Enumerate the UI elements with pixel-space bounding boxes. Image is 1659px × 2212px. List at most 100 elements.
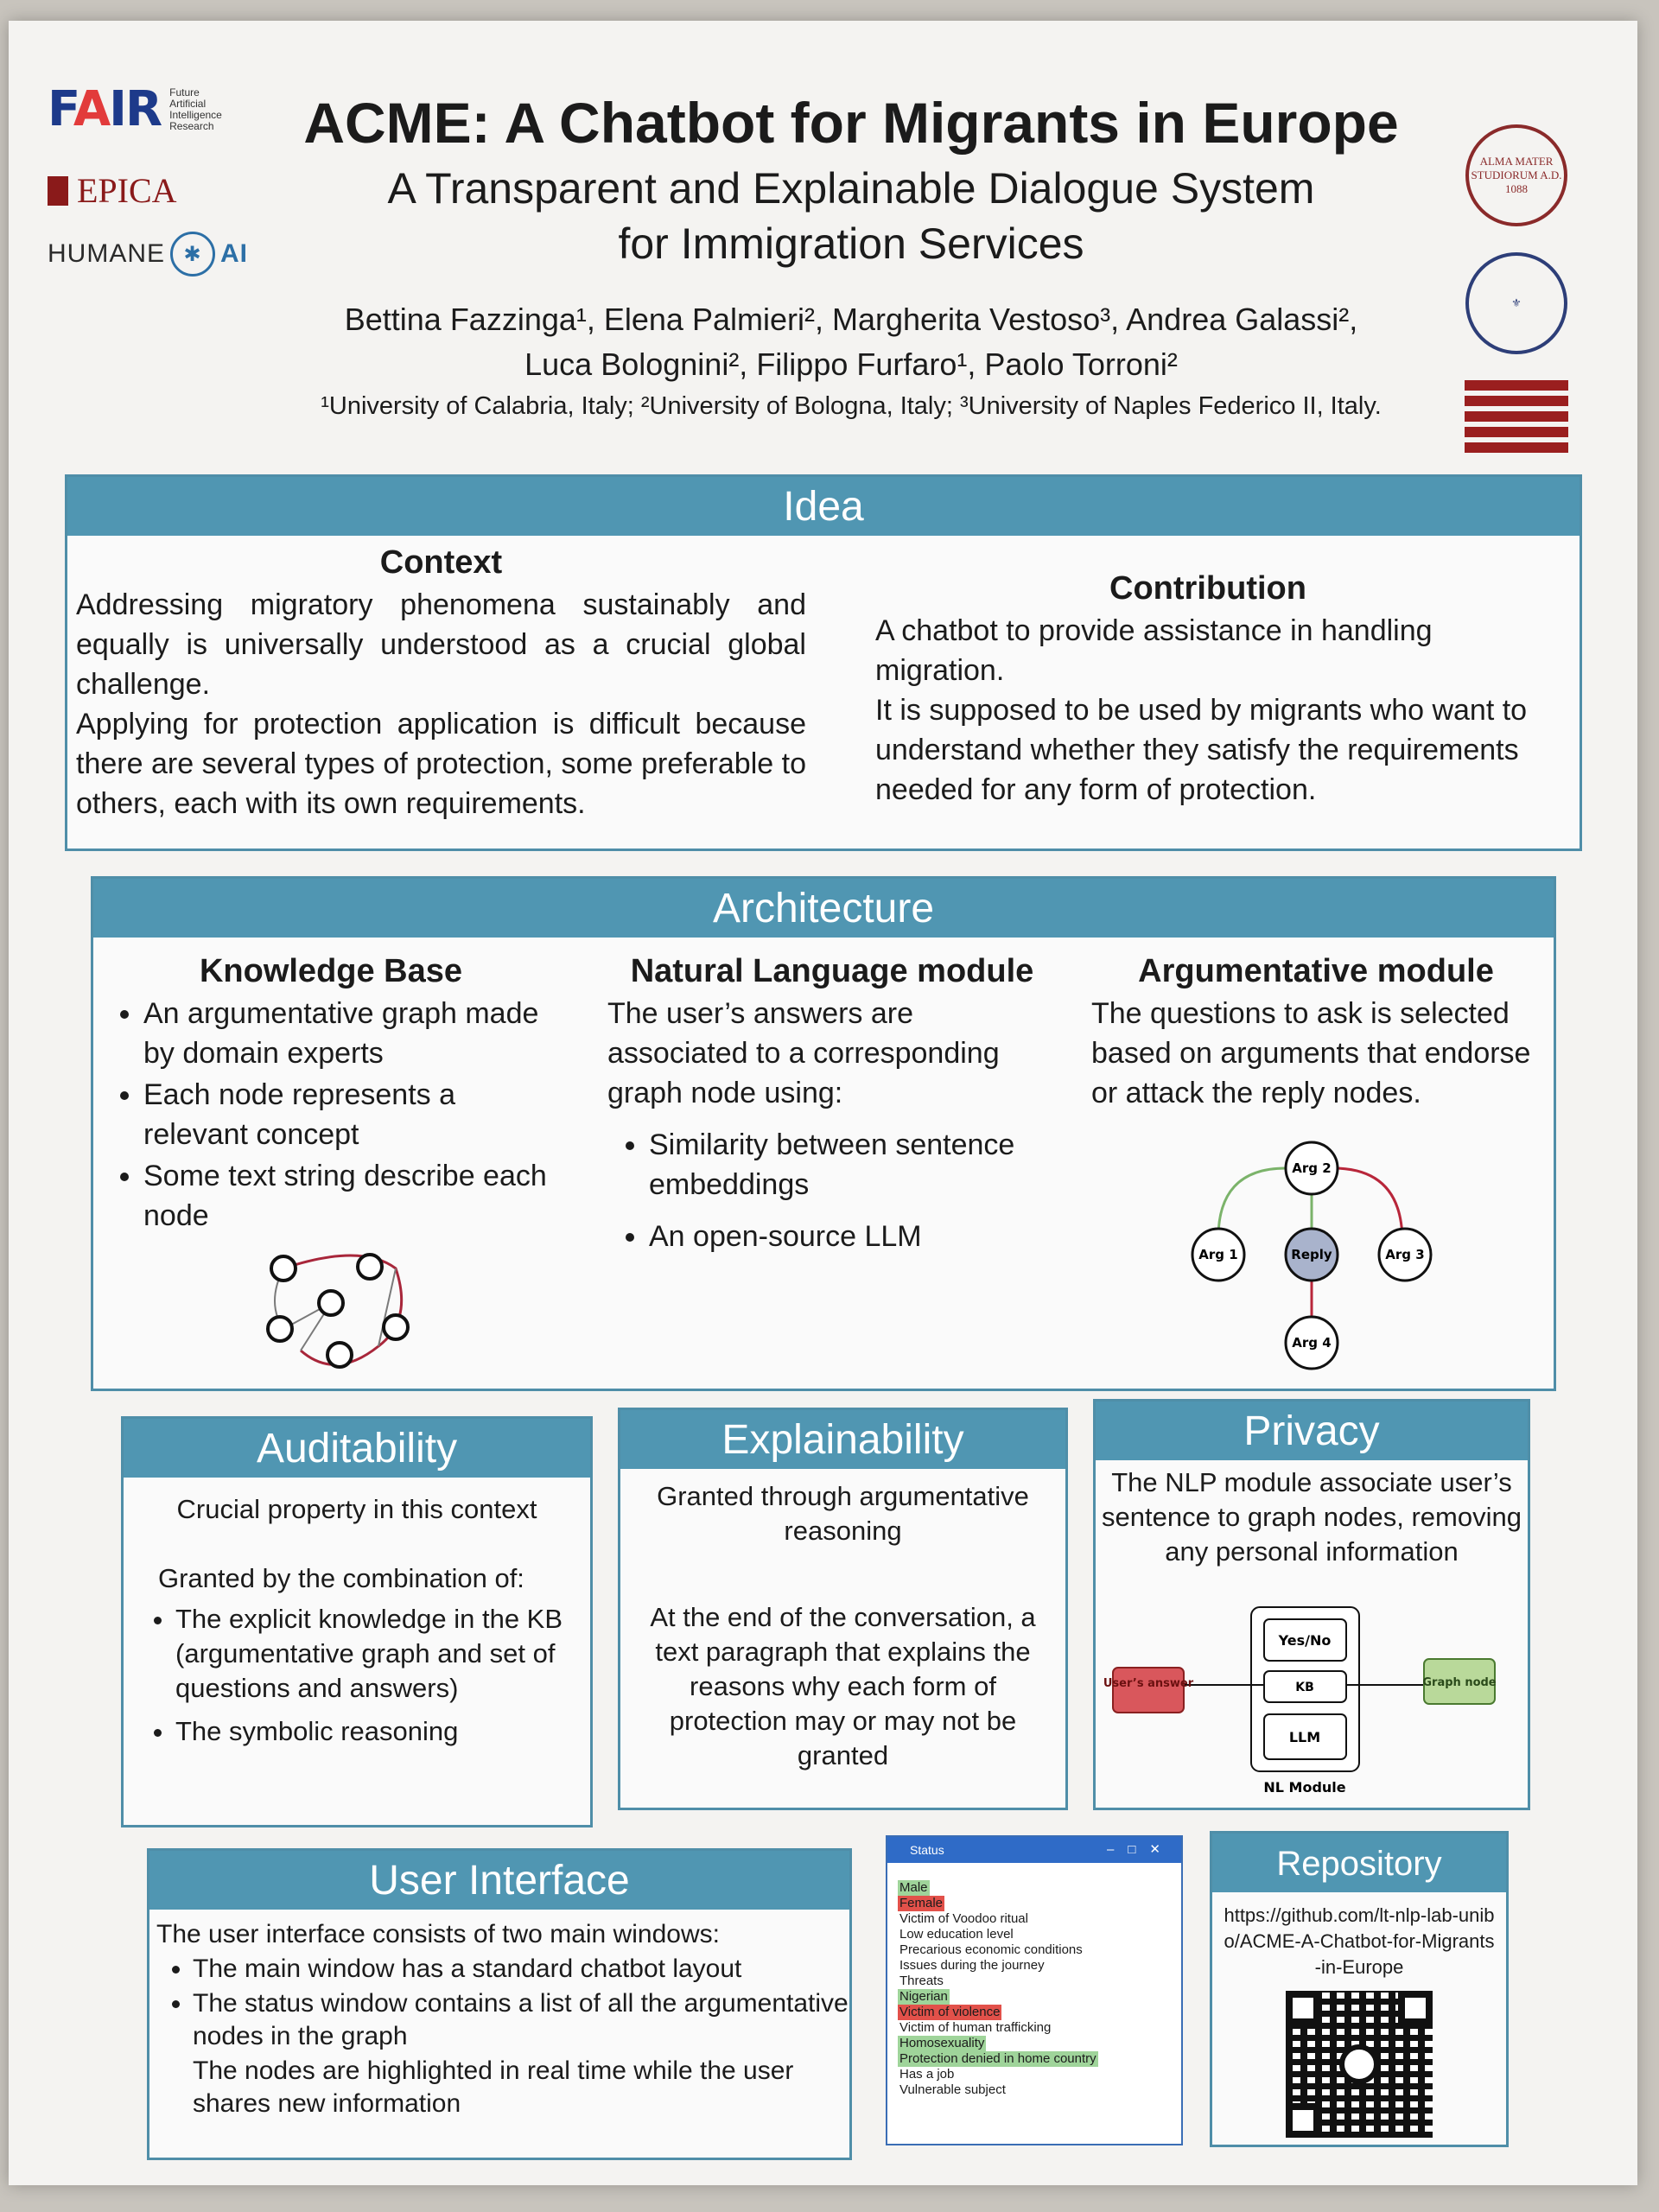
status-node-item: Nigerian [898, 1989, 950, 2005]
university-naples-seal: ⚜ [1465, 252, 1567, 354]
auditability-paragraph-1: Crucial property in this context [176, 1494, 537, 1524]
nl-module-diagram: Yes/No KB LLM User’s answer Graph node N… [1104, 1606, 1497, 1796]
poster: FAIR Future Artificial Intelligence Rese… [9, 21, 1637, 2185]
fair-logo: FAIR Future Artificial Intelligence Rese… [48, 81, 281, 137]
idea-section: Idea Context Addressing migratory phenom… [65, 474, 1582, 851]
fair-mark: FAIR [48, 81, 162, 137]
pillar-icon [48, 175, 68, 206]
arg4-label: Arg 4 [1292, 1335, 1331, 1351]
privacy-section: Privacy The NLP module associate user’s … [1093, 1399, 1530, 1810]
architecture-heading: Architecture [93, 879, 1554, 938]
graph-node-box [1423, 1658, 1496, 1705]
status-window-titlebar: Status –□✕ [887, 1837, 1181, 1863]
user-interface-section: User Interface The user interface consis… [147, 1848, 852, 2160]
argumentation-graph: Arg 2 Arg 1 Reply Arg 3 Arg 4 [1191, 1141, 1433, 1370]
auditability-paragraph-2: Granted by the combination of: [158, 1563, 524, 1593]
contribution-title: Contribution [1109, 570, 1306, 607]
arg1-node [1191, 1227, 1246, 1282]
users-answer-box [1112, 1667, 1185, 1713]
humane-ai-logo: HUMANE ✱ AI [48, 232, 281, 276]
reply-label: Reply [1291, 1247, 1332, 1262]
status-node-item: Vulnerable subject [899, 2082, 1006, 2097]
arg2-label: Arg 2 [1292, 1160, 1331, 1176]
arg3-node [1377, 1227, 1433, 1282]
svg-text:Graph node: Graph node [1422, 1676, 1496, 1689]
support-edge [1217, 1166, 1287, 1243]
user-interface-list: The main window has a standard chatbot l… [149, 1953, 849, 2053]
status-node-item: Homosexuality [898, 2036, 987, 2051]
repository-url[interactable]: https://github.com/lt-nlp-lab-unibo/ACME… [1224, 1904, 1495, 1978]
argumentative-text: The questions to ask is selected based o… [1091, 997, 1531, 1109]
auditability-heading: Auditability [124, 1419, 590, 1478]
status-node-item: Threats [899, 1974, 944, 1988]
architecture-section: Architecture Knowledge Base An argumenta… [91, 876, 1556, 1391]
affiliations: ¹University of Calabria, Italy; ²Univers… [321, 392, 1382, 420]
list-item: The status window contains a list of all… [193, 1987, 849, 2053]
reply-node [1284, 1227, 1339, 1282]
contribution-paragraph-2: It is supposed to be used by migrants wh… [875, 694, 1528, 806]
status-node-item: Low education level [899, 1927, 1014, 1942]
context-title: Context [379, 544, 503, 581]
epica-logo: EPICA [48, 170, 281, 211]
list-item: An argumentative graph made by domain ex… [143, 994, 560, 1073]
auditability-section: Auditability Crucial property in this co… [121, 1416, 593, 1827]
list-item: Similarity between sentence embeddings [649, 1125, 1057, 1205]
status-node-item: Precarious economic conditions [899, 1942, 1083, 1957]
list-item: Each node represents a relevant concept [143, 1075, 560, 1154]
university-logos-right: ALMA MATER STUDIORUM A.D. 1088 ⚜ [1456, 124, 1577, 458]
university-calabria-logo [1465, 380, 1568, 458]
arg1-label: Arg 1 [1198, 1247, 1237, 1262]
list-item: The main window has a standard chatbot l… [193, 1953, 849, 1986]
status-node-item: Victim of Voodoo ritual [899, 1911, 1028, 1926]
argumentative-title: Argumentative module [1138, 953, 1494, 989]
knowledge-base-list: An argumentative graph made by domain ex… [102, 994, 560, 1236]
authors: Bettina Fazzinga¹, Elena Palmieri², Marg… [344, 302, 1358, 382]
status-node-item: Male [898, 1880, 930, 1896]
sponsor-logos-left: FAIR Future Artificial Intelligence Rese… [48, 81, 281, 276]
attack-edge [1332, 1166, 1404, 1243]
knowledge-base-title: Knowledge Base [199, 953, 463, 989]
natural-language-text: The user’s answers are associated to a c… [607, 997, 1000, 1109]
user-interface-intro: The user interface consists of two main … [156, 1920, 720, 1948]
status-node-item: Victim of human trafficking [899, 2020, 1052, 2035]
privacy-paragraph: The NLP module associate user’s sentence… [1102, 1467, 1522, 1567]
window-controls-icon: –□✕ [1107, 1842, 1174, 1857]
svg-text:User’s answer: User’s answer [1104, 1677, 1194, 1690]
repository-section: Repository https://github.com/lt-nlp-lab… [1210, 1831, 1509, 2147]
svg-text:NL Module: NL Module [1263, 1779, 1345, 1796]
user-interface-extra: The nodes are highlighted in real time w… [193, 2056, 794, 2118]
idea-heading: Idea [67, 477, 1580, 536]
arg2-node [1284, 1141, 1339, 1196]
svg-text:KB: KB [1295, 1681, 1314, 1694]
fair-subtitle: Future Artificial Intelligence Research [169, 86, 222, 132]
context-paragraph-1: Addressing migratory phenomena sustainab… [76, 588, 806, 701]
context-paragraph-2: Applying for protection application is d… [76, 708, 806, 820]
natural-language-column: Natural Language module The user’s answe… [607, 946, 1057, 1258]
university-bologna-seal: ALMA MATER STUDIORUM A.D. 1088 [1465, 124, 1567, 226]
argumentative-column: Argumentative module The questions to as… [1091, 946, 1541, 1113]
natural-language-list: Similarity between sentence embeddings A… [607, 1125, 1057, 1256]
list-item: The symbolic reasoning [175, 1714, 582, 1749]
status-node-item: Protection denied in home country [898, 2051, 1098, 2067]
list-item: Some text string describe each node [143, 1156, 560, 1236]
svg-text:Yes/No: Yes/No [1278, 1632, 1332, 1649]
explainability-section: Explainability Granted through argumenta… [618, 1408, 1068, 1810]
poster-title: ACME: A Chatbot for Migrants in Europe [303, 91, 1399, 155]
list-item: The explicit knowledge in the KB (argume… [175, 1602, 582, 1706]
poster-header: ACME: A Chatbot for Migrants in Europe A… [233, 90, 1469, 421]
explainability-heading: Explainability [620, 1410, 1065, 1469]
repository-qr-code [1286, 1991, 1433, 2138]
poster-subtitle: A Transparent and Explainable Dialogue S… [387, 164, 1315, 268]
context-column: Context Addressing migratory phenomena s… [76, 537, 806, 823]
knowledge-base-column: Knowledge Base An argumentative graph ma… [102, 946, 560, 1385]
contribution-column: Contribution A chatbot to provide assist… [875, 563, 1541, 810]
vitruvian-man-icon: ✱ [170, 232, 216, 276]
status-node-item: Female [898, 1896, 945, 1911]
status-node-item: Issues during the journey [899, 1958, 1045, 1973]
explainability-paragraph-1: Granted through argumentative reasoning [657, 1481, 1029, 1546]
svg-text:LLM: LLM [1289, 1729, 1320, 1745]
user-interface-heading: User Interface [149, 1851, 849, 1910]
status-node-item: Has a job [899, 2067, 955, 2082]
